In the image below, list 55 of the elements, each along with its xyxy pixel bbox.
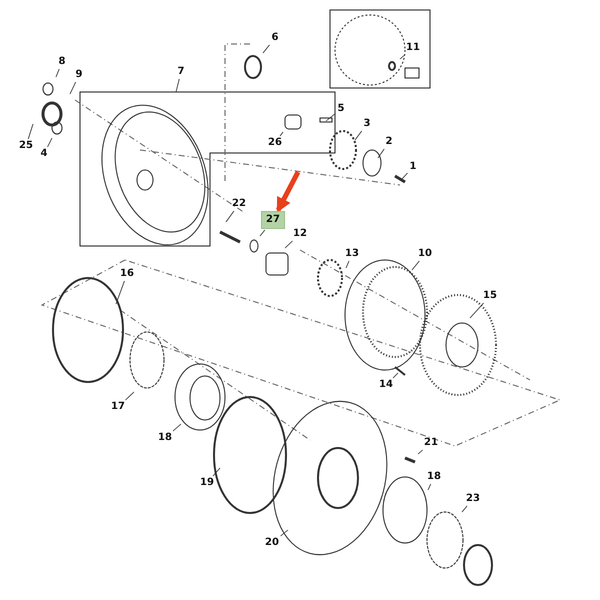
leader-line <box>284 240 293 248</box>
leader-line <box>346 260 350 268</box>
callout-number: 26 <box>267 137 283 149</box>
callout-number: 9 <box>74 69 84 81</box>
leader-line <box>125 392 134 400</box>
callout-number: 21 <box>423 437 439 449</box>
leader-line <box>280 132 284 136</box>
leader-line <box>418 450 424 454</box>
leader-line <box>226 210 234 222</box>
callout-number: 19 <box>199 477 215 489</box>
callout-number: 8 <box>58 56 66 68</box>
callout-number: 23 <box>465 493 481 505</box>
leader-line <box>402 172 408 180</box>
leader-line <box>47 138 52 148</box>
leader-line <box>354 130 362 140</box>
callout-number: 25 <box>18 140 34 152</box>
leader-line <box>176 78 180 92</box>
callout-number: 15 <box>482 290 498 302</box>
leader-line <box>412 260 420 270</box>
callout-number: 5 <box>336 103 346 115</box>
callout-number: 11 <box>405 42 421 54</box>
callout-number: 10 <box>417 248 433 260</box>
leader-line <box>116 280 125 304</box>
callout-number: 7 <box>176 66 186 78</box>
leader-line <box>70 82 76 94</box>
callout-number: 17 <box>110 401 126 413</box>
leader-line <box>378 148 385 158</box>
callout-number: 4 <box>40 148 48 160</box>
callout-number: 16 <box>119 268 135 280</box>
leader-line <box>470 302 484 318</box>
leader-line <box>260 230 266 236</box>
callout-number: 22 <box>231 198 247 210</box>
callout-number: 12 <box>292 228 308 240</box>
leader-line <box>172 424 182 432</box>
leader-line <box>280 530 288 536</box>
leader-line <box>462 506 468 512</box>
leader-line <box>392 372 398 378</box>
callout-number: 1 <box>408 161 418 173</box>
callout-number: 6 <box>270 32 280 44</box>
callout-number: 27 <box>261 211 285 229</box>
leader-line <box>212 468 220 476</box>
callout-number: 13 <box>344 248 360 260</box>
leader-line <box>428 484 432 490</box>
callout-number: 2 <box>384 136 394 148</box>
callout-number: 3 <box>362 118 372 130</box>
callout-number: 18 <box>426 471 442 483</box>
leader-line <box>400 54 406 60</box>
leader-line <box>56 68 60 78</box>
leader-line <box>326 113 336 122</box>
pointer-arrow <box>276 170 300 213</box>
leader-line <box>262 44 270 54</box>
callout-number: 18 <box>157 432 173 444</box>
callout-number: 20 <box>264 537 280 549</box>
callout-number: 14 <box>378 379 394 391</box>
leader-line <box>28 124 34 140</box>
